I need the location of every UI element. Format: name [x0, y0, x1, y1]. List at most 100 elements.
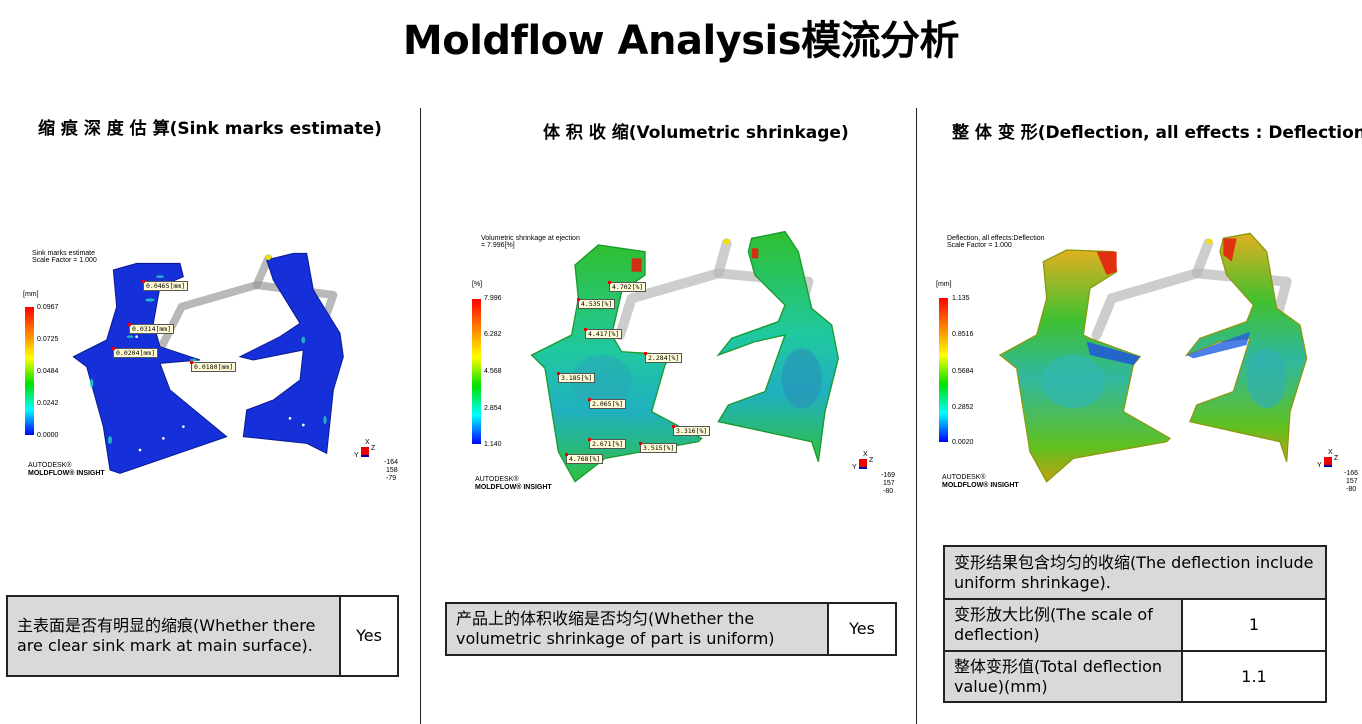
table-row: 主表面是否有明显的缩痕(Whether there are clear sink… — [6, 595, 399, 677]
table-row: 整体变形值(Total deflection value)(mm) 1.1 — [943, 650, 1327, 703]
sink-callout: 0.0204[mm] — [111, 347, 159, 358]
shrinkage-callout: 4.535[%] — [576, 298, 616, 309]
view-coord: -80 — [1346, 486, 1357, 493]
axis-z-label: Z — [869, 457, 874, 464]
legend-value: 1.135 — [952, 295, 970, 302]
column-divider — [420, 108, 421, 724]
brand-autodesk: AUTODESK® — [28, 462, 72, 469]
color-legend-bar — [939, 298, 948, 442]
shrinkage-callout: 2.671[%] — [587, 438, 627, 449]
result-name: Volumetric shrinkage at ejection — [481, 235, 580, 242]
question-cell: 产品上的体积收缩是否均匀(Whether the volumetric shri… — [445, 602, 829, 656]
brand-autodesk: AUTODESK® — [475, 476, 519, 483]
view-coord: -80 — [883, 488, 894, 495]
axis-z-label: Z — [1334, 455, 1339, 462]
legend-value: 0.2852 — [952, 404, 974, 411]
axis-y-label: Y — [1317, 462, 1322, 469]
legend-value: 1.140 — [484, 441, 502, 448]
view-coord: -164 — [384, 459, 399, 466]
axis-z-label: Z — [371, 445, 376, 452]
deflection-result-image: Deflection, all effects:Deflection Scale… — [930, 225, 1362, 500]
color-legend-bar — [472, 299, 481, 444]
shrinkage-callout: 2.065[%] — [587, 398, 627, 409]
brand-moldflow: MOLDFLOW® INSIGHT — [475, 484, 552, 491]
table-row: 变形结果包含均匀的收缩(The deflection include unifo… — [943, 545, 1327, 600]
volumetric-shrinkage-result-image: Volumetric shrinkage at ejection = 7.996… — [465, 225, 895, 500]
legend-unit: [mm] — [23, 291, 39, 298]
legend-value: 0.0000 — [37, 432, 59, 439]
legend-value: 2.854 — [484, 405, 502, 412]
result-scale: Scale Factor = 1.000 — [947, 242, 1012, 249]
result-scale: Scale Factor = 1.000 — [32, 257, 97, 264]
view-coord: -166 — [1344, 470, 1359, 477]
axis-x-label: X — [365, 439, 370, 446]
sink-marks-heading: 缩 痕 深 度 估 算(Sink marks estimate) — [38, 119, 382, 139]
part-model — [998, 232, 1308, 483]
shrinkage-callout: 3.185[%] — [556, 372, 596, 383]
shrinkage-callout: 4.702[%] — [607, 281, 647, 292]
legend-value: 0.0242 — [37, 400, 59, 407]
shrinkage-callout: 4.417[%] — [583, 328, 623, 339]
shrinkage-callout: 3.316[%] — [671, 425, 711, 436]
legend-value: 0.0725 — [37, 336, 59, 343]
brand-moldflow: MOLDFLOW® INSIGHT — [942, 482, 1019, 489]
part-right — [716, 230, 840, 462]
shrinkage-callout: 4.768[%] — [564, 453, 604, 464]
view-coord: 157 — [883, 480, 895, 487]
view-cube-icon[interactable]: X Y Z — [1317, 449, 1339, 469]
brand-autodesk: AUTODESK® — [942, 474, 986, 481]
view-coord: 158 — [386, 467, 398, 474]
result-value: = 7.996[%] — [481, 242, 515, 249]
sink-callout: 0.0465[mm] — [141, 280, 189, 291]
volumetric-shrinkage-heading: 体 积 收 缩(Volumetric shrinkage) — [543, 123, 849, 143]
axis-x-label: X — [863, 451, 868, 458]
axis-y-label: Y — [354, 452, 359, 459]
brand-moldflow: MOLDFLOW® INSIGHT — [28, 470, 105, 477]
part-model — [72, 252, 344, 474]
deflection-heading: 整 体 变 形(Deflection, all effects : Deflec… — [952, 123, 1362, 143]
result-name: Sink marks estimate — [32, 250, 96, 257]
legend-value: 4.568 — [484, 368, 502, 375]
part-left — [72, 262, 228, 474]
legend-value: 7.996 — [484, 295, 502, 302]
view-cube-icon[interactable]: X Y Z — [852, 451, 874, 471]
answer-cell: 1.1 — [1181, 650, 1327, 703]
part-right — [238, 252, 344, 455]
axis-x-label: X — [1328, 449, 1333, 456]
runner-system — [1091, 238, 1292, 340]
legend-value: 0.5684 — [952, 368, 974, 375]
part-right — [1184, 232, 1308, 462]
question-cell: 整体变形值(Total deflection value)(mm) — [943, 650, 1183, 703]
legend-unit: [mm] — [936, 281, 952, 288]
legend-value: 0.8516 — [952, 331, 974, 338]
axis-y-label: Y — [852, 464, 857, 471]
color-legend-bar — [25, 307, 34, 435]
question-cell: 变形放大比例(The scale of deflection) — [943, 598, 1183, 652]
view-coord: -169 — [881, 472, 896, 479]
volumetric-shrinkage-table: 产品上的体积收缩是否均匀(Whether the volumetric shri… — [445, 602, 897, 656]
sink-marks-table: 主表面是否有明显的缩痕(Whether there are clear sink… — [6, 595, 399, 677]
answer-cell: 1 — [1181, 598, 1327, 652]
shrinkage-callout: 3.515[%] — [638, 442, 678, 453]
column-divider — [916, 108, 917, 724]
view-cube-icon[interactable]: X Y Z — [354, 439, 376, 459]
legend-value: 0.0020 — [952, 439, 974, 446]
question-cell: 主表面是否有明显的缩痕(Whether there are clear sink… — [6, 595, 341, 677]
table-header-cell: 变形结果包含均匀的收缩(The deflection include unifo… — [943, 545, 1327, 600]
legend-value: 0.0484 — [37, 368, 59, 375]
legend-value: 6.282 — [484, 331, 502, 338]
sink-callout: 0.0180[mm] — [189, 361, 237, 372]
legend-value: 0.0967 — [37, 304, 59, 311]
view-coord: 157 — [1346, 478, 1358, 485]
legend-unit: [%] — [472, 281, 483, 288]
sink-callout: 0.0314[mm] — [127, 323, 175, 334]
answer-cell: Yes — [827, 602, 897, 656]
page-title: Moldflow Analysis模流分析 — [402, 18, 960, 64]
part-model — [530, 230, 840, 483]
sink-marks-result-image: Sink marks estimate Scale Factor = 1.000… — [20, 240, 400, 490]
view-coord: -79 — [386, 475, 397, 482]
table-row: 产品上的体积收缩是否均匀(Whether the volumetric shri… — [445, 602, 897, 656]
table-row: 变形放大比例(The scale of deflection) 1 — [943, 598, 1327, 652]
deflection-table: 变形结果包含均匀的收缩(The deflection include unifo… — [943, 545, 1327, 703]
shrinkage-callout: 2.284[%] — [643, 352, 683, 363]
